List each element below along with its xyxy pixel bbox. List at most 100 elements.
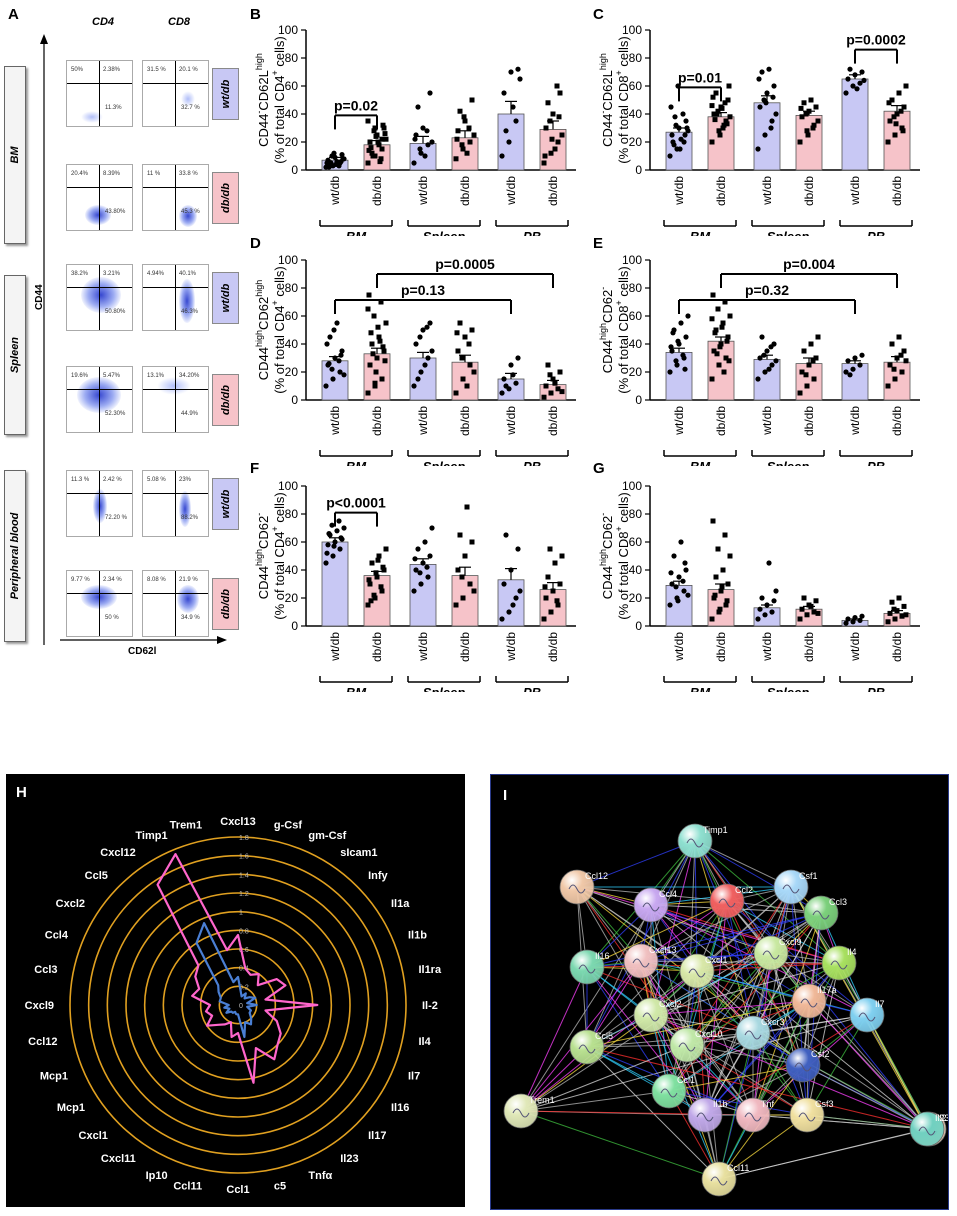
y-tick-label: 80	[285, 51, 299, 65]
quadrant-ur-value: 33.8 %	[179, 171, 198, 177]
gate-horizontal	[67, 389, 132, 390]
data-point	[713, 90, 719, 96]
data-point	[517, 588, 523, 594]
data-point	[726, 358, 732, 364]
tissue-box-peripheral-blood: Peripheral blood	[4, 470, 26, 642]
network-node-il1b: Il1b	[687, 1097, 728, 1133]
node-label: Cxcl10	[695, 1029, 723, 1039]
data-point	[418, 150, 424, 156]
radar-axis-label: Ccl5	[85, 870, 108, 882]
data-point	[709, 376, 715, 382]
data-point	[757, 104, 763, 110]
data-point	[371, 592, 377, 598]
data-point	[460, 376, 466, 382]
flow-plot-cd4-row-4: 19.6%5.47%52.30%	[66, 366, 133, 433]
node-label: Cxcr3	[761, 1017, 785, 1027]
tissue-box-bm: BM	[4, 66, 26, 244]
data-point	[717, 606, 723, 612]
significance-bracket-2: p=0.0005	[376, 256, 554, 288]
group-bracket-3: PB	[495, 220, 569, 236]
radar-axis-label: Ip10	[146, 1170, 168, 1182]
data-point	[457, 108, 463, 114]
protein-structure-icon	[688, 968, 706, 978]
quadrant-ul-value: 50%	[71, 67, 84, 73]
data-point	[417, 334, 423, 340]
network-edge	[752, 1014, 868, 1034]
network-edge	[704, 1000, 810, 1116]
network-edge	[802, 1064, 928, 1130]
data-point	[415, 376, 421, 382]
bar-5	[497, 66, 525, 171]
node-label: Cxcl1	[705, 955, 728, 965]
bar-4	[451, 320, 479, 401]
radar-tick-label: 0.2	[239, 984, 249, 991]
protein-structure-icon	[762, 950, 780, 960]
data-point	[545, 574, 551, 580]
panel-label-h: H	[16, 784, 27, 801]
node-circle	[821, 945, 857, 981]
radar-axis-label: Il7	[408, 1070, 420, 1082]
data-point	[766, 366, 772, 372]
data-point	[366, 147, 372, 153]
data-point	[550, 376, 556, 382]
network-node-il23a: Il23a	[909, 1111, 948, 1147]
y-tick-label: 60	[629, 79, 643, 93]
network-node-timp1: Timp1	[677, 823, 728, 859]
data-point	[367, 362, 373, 368]
network-edge	[668, 1064, 804, 1092]
data-point	[471, 132, 477, 138]
data-point	[417, 146, 423, 152]
node-label: Il7	[875, 999, 885, 1009]
data-point	[365, 390, 371, 396]
data-point	[769, 362, 775, 368]
y-axis-sublabel: (% of total CD4+ cells)	[270, 492, 287, 619]
data-point	[764, 348, 770, 354]
x-tick-label: db/db	[890, 406, 904, 436]
data-point	[720, 567, 726, 573]
data-point	[554, 598, 560, 604]
data-point	[797, 390, 803, 396]
x-tick-label: db/db	[890, 176, 904, 206]
data-point	[336, 518, 342, 524]
data-point	[843, 90, 849, 96]
data-point	[680, 111, 686, 117]
radar-axis-label: Il4	[418, 1036, 431, 1048]
x-tick-label: wt/db	[848, 176, 862, 206]
quadrant-ul-value: 38.2%	[71, 271, 89, 277]
gate-vertical	[99, 471, 100, 536]
gate-vertical	[99, 265, 100, 330]
radar-tick-label: 1.2	[239, 891, 249, 898]
data-point	[901, 603, 907, 609]
x-tick-label: wt/db	[416, 406, 430, 436]
flow-density	[179, 491, 191, 527]
data-point	[669, 348, 675, 354]
data-point	[467, 362, 473, 368]
data-point	[506, 609, 512, 615]
group-label: PB	[523, 685, 541, 692]
data-point	[896, 90, 902, 96]
network-edge	[806, 1014, 868, 1116]
data-point	[808, 341, 814, 347]
bar-6	[883, 334, 911, 401]
data-point	[675, 598, 681, 604]
data-point	[669, 132, 675, 138]
data-point	[801, 100, 807, 106]
p-value-label: p=0.004	[783, 256, 835, 272]
node-circle	[679, 953, 715, 989]
gate-vertical	[99, 61, 100, 126]
data-point	[675, 338, 681, 344]
group-bracket-1: BM	[319, 220, 393, 236]
network-edge	[686, 912, 822, 1046]
data-point	[323, 560, 329, 566]
y-tick-label: 60	[629, 535, 643, 549]
y-tick-label: 60	[285, 79, 299, 93]
data-point	[815, 610, 821, 616]
data-point	[810, 125, 816, 131]
group-bracket-2: Spleen	[751, 450, 825, 466]
bar-5	[841, 352, 869, 401]
gate-vertical	[99, 165, 100, 230]
data-point	[799, 114, 805, 120]
data-point	[759, 595, 765, 601]
y-tick-label: 40	[629, 337, 643, 351]
